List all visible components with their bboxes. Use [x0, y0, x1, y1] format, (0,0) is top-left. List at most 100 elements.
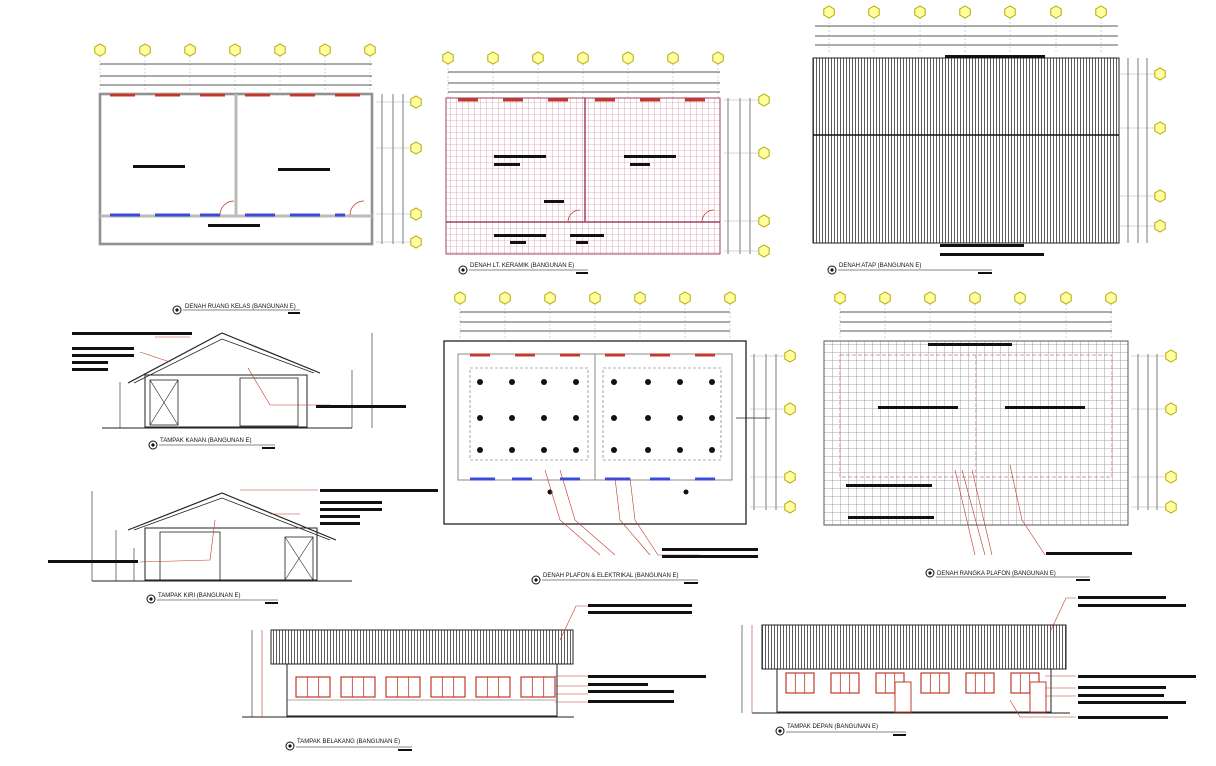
- ceiling-lamp-icon: [509, 415, 515, 421]
- grid-axis-marker: [758, 244, 770, 258]
- grid-axis-marker: [364, 43, 376, 57]
- ceiling-lamp-icon: [611, 447, 617, 453]
- window-icon: [430, 676, 466, 698]
- windows-front: [785, 672, 1040, 694]
- window-icon: [385, 676, 421, 698]
- title-keramik: DENAH LT. KERAMIK (BANGUNAN E): [470, 263, 574, 269]
- window-icon: [475, 676, 511, 698]
- ceiling-lamp-icon: [541, 415, 547, 421]
- lamp-dots: [477, 379, 715, 453]
- grid-axis-marker: [1165, 470, 1177, 484]
- plan-plafon-elektrikal: DENAH PLAFON & ELEKTRIKAL (BANGUNAN E): [443, 291, 796, 585]
- grid-markers: [94, 43, 376, 92]
- grid-markers: [823, 5, 1107, 54]
- elevation-kiri: TAMPAK KIRI (BANGUNAN E): [48, 489, 438, 604]
- window-icon: [520, 676, 556, 698]
- plan-keramik: DENAH LT. KERAMIK (BANGUNAN E): [442, 51, 770, 275]
- grid-axis-marker: [229, 43, 241, 57]
- grid-axis-marker: [544, 291, 556, 305]
- ceiling-lamp-icon: [611, 415, 617, 421]
- grid-axis-marker: [410, 95, 422, 109]
- grid-axis-marker: [959, 5, 971, 19]
- grid-axis-marker: [1165, 402, 1177, 416]
- ceiling-lamp-icon: [509, 379, 515, 385]
- ceiling-lamp-icon: [541, 447, 547, 453]
- side-markers: [1131, 349, 1177, 514]
- side-markers: [376, 95, 422, 249]
- grid-axis-marker: [868, 5, 880, 19]
- grid-axis-marker: [784, 349, 796, 363]
- grid-axis-marker: [914, 5, 926, 19]
- grid-axis-marker: [1050, 5, 1062, 19]
- grid-markers: [442, 51, 724, 100]
- plan-atap: DENAH ATAP (BANGUNAN E): [812, 5, 1166, 275]
- ceiling-lamp-icon: [677, 447, 683, 453]
- title-rangka-plafon: DENAH RANGKA PLAFON (BANGUNAN E): [937, 571, 1056, 577]
- grid-axis-marker: [319, 43, 331, 57]
- ceiling-lamp-icon: [645, 447, 651, 453]
- grid-axis-marker: [410, 235, 422, 249]
- side-markers: [1120, 67, 1166, 233]
- elevation-depan: TAMPAK DEPAN (BANGUNAN E): [741, 596, 1196, 736]
- grid-axis-marker: [1154, 219, 1166, 233]
- ceiling-lamp-icon: [677, 415, 683, 421]
- window-icon: [965, 672, 995, 694]
- grid-markers: [834, 291, 1117, 340]
- ceiling-lamp-icon: [573, 379, 579, 385]
- grid-axis-marker: [758, 214, 770, 228]
- window-icon: [920, 672, 950, 694]
- ceiling-lamp-icon: [709, 379, 715, 385]
- grid-axis-marker: [712, 51, 724, 65]
- title-ruang-kelas: DENAH RUANG KELAS (BANGUNAN E): [185, 304, 296, 310]
- grid-axis-marker: [1004, 5, 1016, 19]
- ceiling-lamp-icon: [573, 415, 579, 421]
- ceiling-lamp-icon: [645, 415, 651, 421]
- ceiling-lamp-icon: [477, 447, 483, 453]
- grid-axis-marker: [1154, 121, 1166, 135]
- windows-back: [295, 676, 556, 698]
- title-belakang: TAMPAK BELAKANG (BANGUNAN E): [297, 739, 400, 745]
- plan-rangka-plafon: DENAH RANGKA PLAFON (BANGUNAN E): [823, 291, 1177, 581]
- grid-axis-marker: [758, 93, 770, 107]
- grid-axis-marker: [499, 291, 511, 305]
- title-plafon: DENAH PLAFON & ELEKTRIKAL (BANGUNAN E): [543, 573, 678, 579]
- grid-axis-marker: [1095, 5, 1107, 19]
- grid-axis-marker: [1154, 189, 1166, 203]
- grid-axis-marker: [410, 207, 422, 221]
- grid-axis-marker: [1105, 291, 1117, 305]
- ceiling-lamp-icon: [677, 379, 683, 385]
- grid-axis-marker: [442, 51, 454, 65]
- grid-axis-marker: [784, 470, 796, 484]
- grid-axis-marker: [924, 291, 936, 305]
- ceiling-lamp-icon: [573, 447, 579, 453]
- ceiling-lamp-icon: [645, 379, 651, 385]
- grid-axis-marker: [1060, 291, 1072, 305]
- grid-axis-marker: [94, 43, 106, 57]
- ceiling-lamp-icon: [611, 379, 617, 385]
- grid-axis-marker: [1154, 67, 1166, 81]
- grid-axis-marker: [879, 291, 891, 305]
- grid-axis-marker: [589, 291, 601, 305]
- ceiling-lamp-icon: [709, 447, 715, 453]
- grid-axis-marker: [139, 43, 151, 57]
- grid-axis-marker: [487, 51, 499, 65]
- grid-axis-marker: [1014, 291, 1026, 305]
- side-markers: [724, 93, 770, 258]
- grid-axis-marker: [184, 43, 196, 57]
- ceiling-lamp-icon: [477, 379, 483, 385]
- grid-axis-marker: [784, 402, 796, 416]
- window-icon: [295, 676, 331, 698]
- title-depan: TAMPAK DEPAN (BANGUNAN E): [787, 724, 878, 730]
- grid-axis-marker: [758, 146, 770, 160]
- grid-axis-marker: [679, 291, 691, 305]
- window-icon: [830, 672, 860, 694]
- grid-axis-marker: [823, 5, 835, 19]
- title-tampak-kiri: TAMPAK KIRI (BANGUNAN E): [158, 593, 240, 599]
- elevation-kanan: TAMPAK KANAN (BANGUNAN E): [72, 332, 406, 450]
- grid-axis-marker: [834, 291, 846, 305]
- grid-axis-marker: [634, 291, 646, 305]
- grid-axis-marker: [667, 51, 679, 65]
- grid-markers: [454, 291, 736, 340]
- grid-axis-marker: [1165, 500, 1177, 514]
